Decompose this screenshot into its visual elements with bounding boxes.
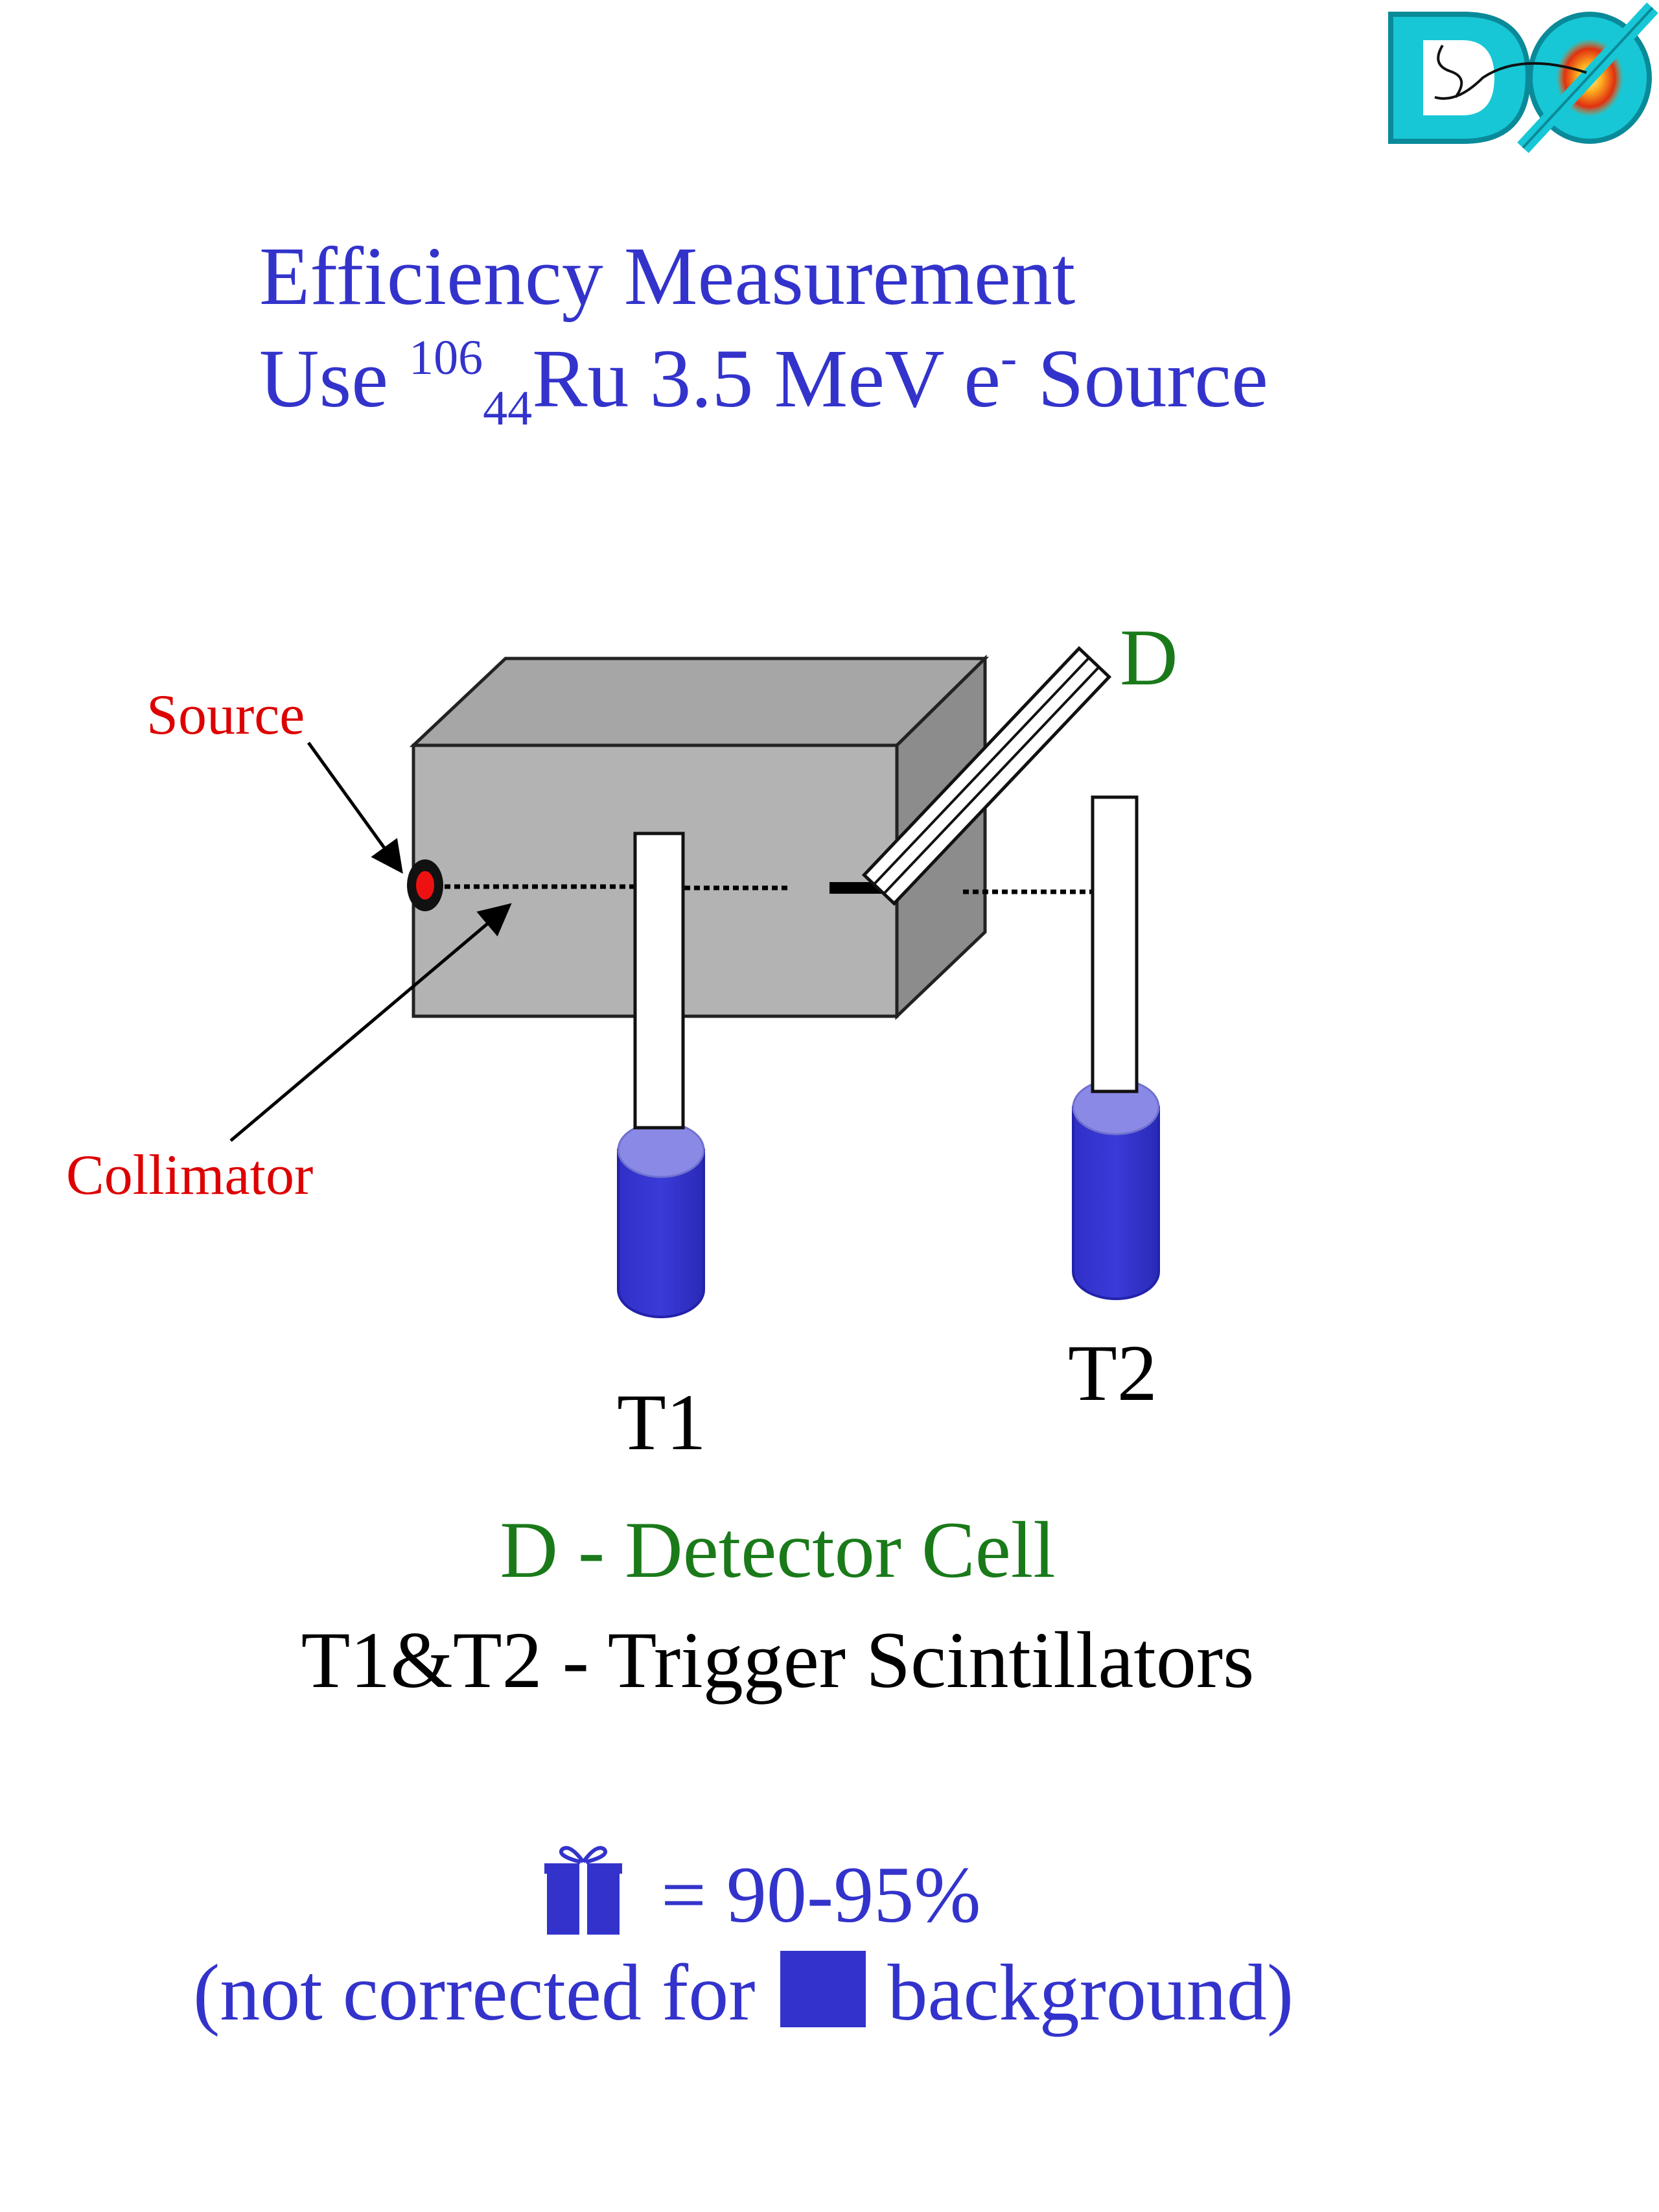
note-suffix: background): [887, 1948, 1294, 2037]
source-emitter: [407, 859, 443, 911]
legend-detector-cell: D - Detector Cell: [500, 1506, 1056, 1594]
dzero-logo: [1388, 2, 1658, 154]
detector-label: D: [1120, 613, 1178, 702]
title-prefix: Use: [259, 332, 410, 425]
efficiency-row: = 90-95%: [544, 1844, 981, 1935]
t2-label: T2: [1068, 1329, 1157, 1417]
trigger-scintillator-t2: [1072, 795, 1160, 1300]
box-top-face: [409, 657, 990, 747]
title-element: Ru 3.5 MeV e: [532, 332, 1001, 425]
electron-charge: -: [1001, 331, 1017, 385]
title-suffix: Source: [1017, 332, 1268, 425]
note-prefix: (not corrected for: [193, 1948, 756, 2037]
gift-box-icon: [544, 1846, 622, 1935]
filled-square-icon: [780, 1951, 866, 2027]
title-line-2: Use 10644Ru 3.5 MeV e- Source: [259, 333, 1268, 433]
source-label: Source: [146, 684, 305, 747]
trigger-scintillator-t1: [617, 832, 705, 1318]
t1-label: T1: [617, 1378, 706, 1467]
collimator-label: Collimator: [66, 1144, 313, 1207]
title-line-1: Efficiency Measurement: [259, 230, 1076, 322]
detector-cell: [861, 646, 1112, 906]
atomic-number: 44: [483, 381, 533, 436]
collimator-arrow: [229, 903, 512, 1142]
legend-trigger-scintillators: T1&T2 - Trigger Scintillators: [301, 1616, 1255, 1705]
efficiency-value: = 90-95%: [661, 1850, 981, 1939]
mass-number: 106: [409, 331, 483, 385]
source-arrow: [307, 741, 403, 874]
